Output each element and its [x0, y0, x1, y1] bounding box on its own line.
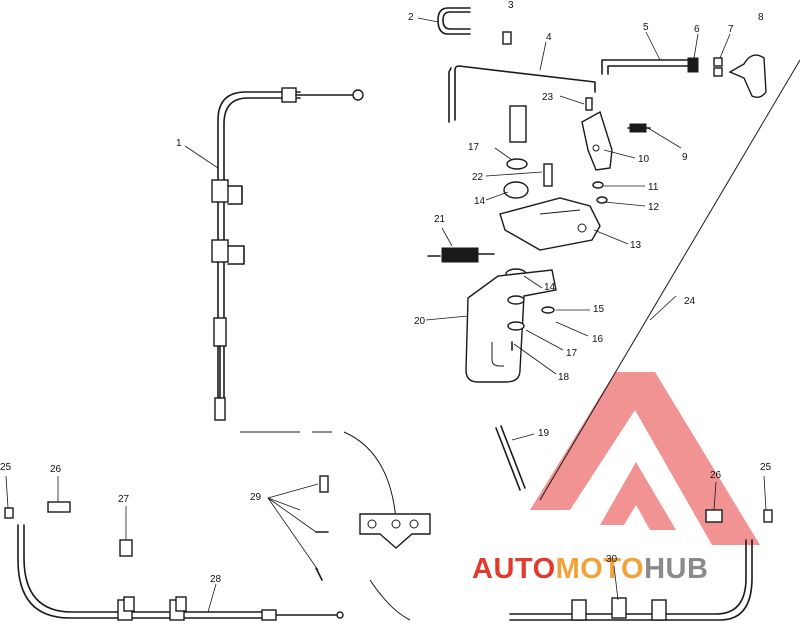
callout-29: 29 [250, 492, 262, 503]
callout-19: 19 [538, 428, 550, 439]
callout-16: 16 [592, 334, 604, 345]
logo-word-hub: HUB [644, 553, 708, 585]
callout-30: 30 [606, 554, 618, 565]
part-29-bracket [315, 475, 431, 581]
callout-18: 18 [558, 372, 570, 383]
automotohub-logo: AUTOMOTOHUB [472, 372, 760, 585]
callout-8: 8 [758, 12, 764, 23]
callout-14b: 14 [544, 282, 556, 293]
part-14-17-22-stack [503, 105, 553, 280]
callout-10: 10 [638, 154, 650, 165]
callout-7: 7 [728, 24, 734, 35]
svg-text:AUTOMOTOHUB: AUTOMOTOHUB [472, 553, 708, 585]
callout-13: 13 [630, 240, 642, 251]
part-30-lower-right-cable [509, 509, 773, 621]
part-7-bushing [713, 57, 723, 77]
callout-25b: 25 [760, 462, 772, 473]
part-13-main-plate [499, 197, 601, 251]
callout-4: 4 [546, 32, 552, 43]
callout-26: 26 [50, 464, 62, 475]
callout-24: 24 [684, 296, 696, 307]
part-24-cable [539, 59, 800, 501]
part-19-rod [495, 425, 526, 491]
callout-5: 5 [643, 22, 649, 33]
callout-25: 25 [0, 462, 12, 473]
logo-word-moto: MOTO [556, 553, 644, 585]
callout-28: 28 [210, 574, 222, 585]
leader-lines [5, 17, 767, 613]
part-3-bushing [502, 31, 512, 45]
callout-labels: 1 2 3 4 5 6 7 8 9 10 11 12 13 14 14 15 1… [0, 0, 772, 585]
part-21-spring [427, 247, 495, 263]
callout-14: 14 [474, 196, 486, 207]
callout-21: 21 [434, 214, 446, 225]
part-15-16-18-hardware [507, 295, 555, 351]
callout-15: 15 [593, 304, 605, 315]
part-23-bolt [585, 97, 593, 111]
callout-3: 3 [508, 0, 514, 11]
separator-arcs [369, 579, 411, 621]
callout-12: 12 [648, 202, 660, 213]
callout-9: 9 [682, 152, 688, 163]
logo-word-auto: AUTO [472, 553, 556, 585]
part-8-t-handle [728, 54, 767, 99]
callout-20: 20 [414, 316, 426, 327]
part-28-lower-left-cable [17, 524, 344, 621]
part-6-spring [687, 57, 699, 73]
part-10-bracket [581, 110, 613, 171]
part-5-rod [601, 59, 691, 75]
part-11-12-hardware [592, 181, 608, 204]
part-2-u-pin [437, 7, 471, 35]
logo-triangle-mark [530, 372, 760, 545]
callout-11: 11 [648, 182, 659, 193]
part-1-upper-cable [211, 87, 397, 521]
callout-26b: 26 [710, 470, 722, 481]
callout-1: 1 [176, 138, 182, 149]
callout-2: 2 [408, 12, 414, 23]
callout-6: 6 [694, 24, 700, 35]
callout-17b: 17 [566, 348, 578, 359]
part-4-bent-rod [448, 65, 596, 123]
part-9-spring [627, 123, 651, 133]
callout-23: 23 [542, 92, 554, 103]
callout-27: 27 [118, 494, 130, 505]
callout-22: 22 [472, 172, 484, 183]
callout-17: 17 [468, 142, 480, 153]
